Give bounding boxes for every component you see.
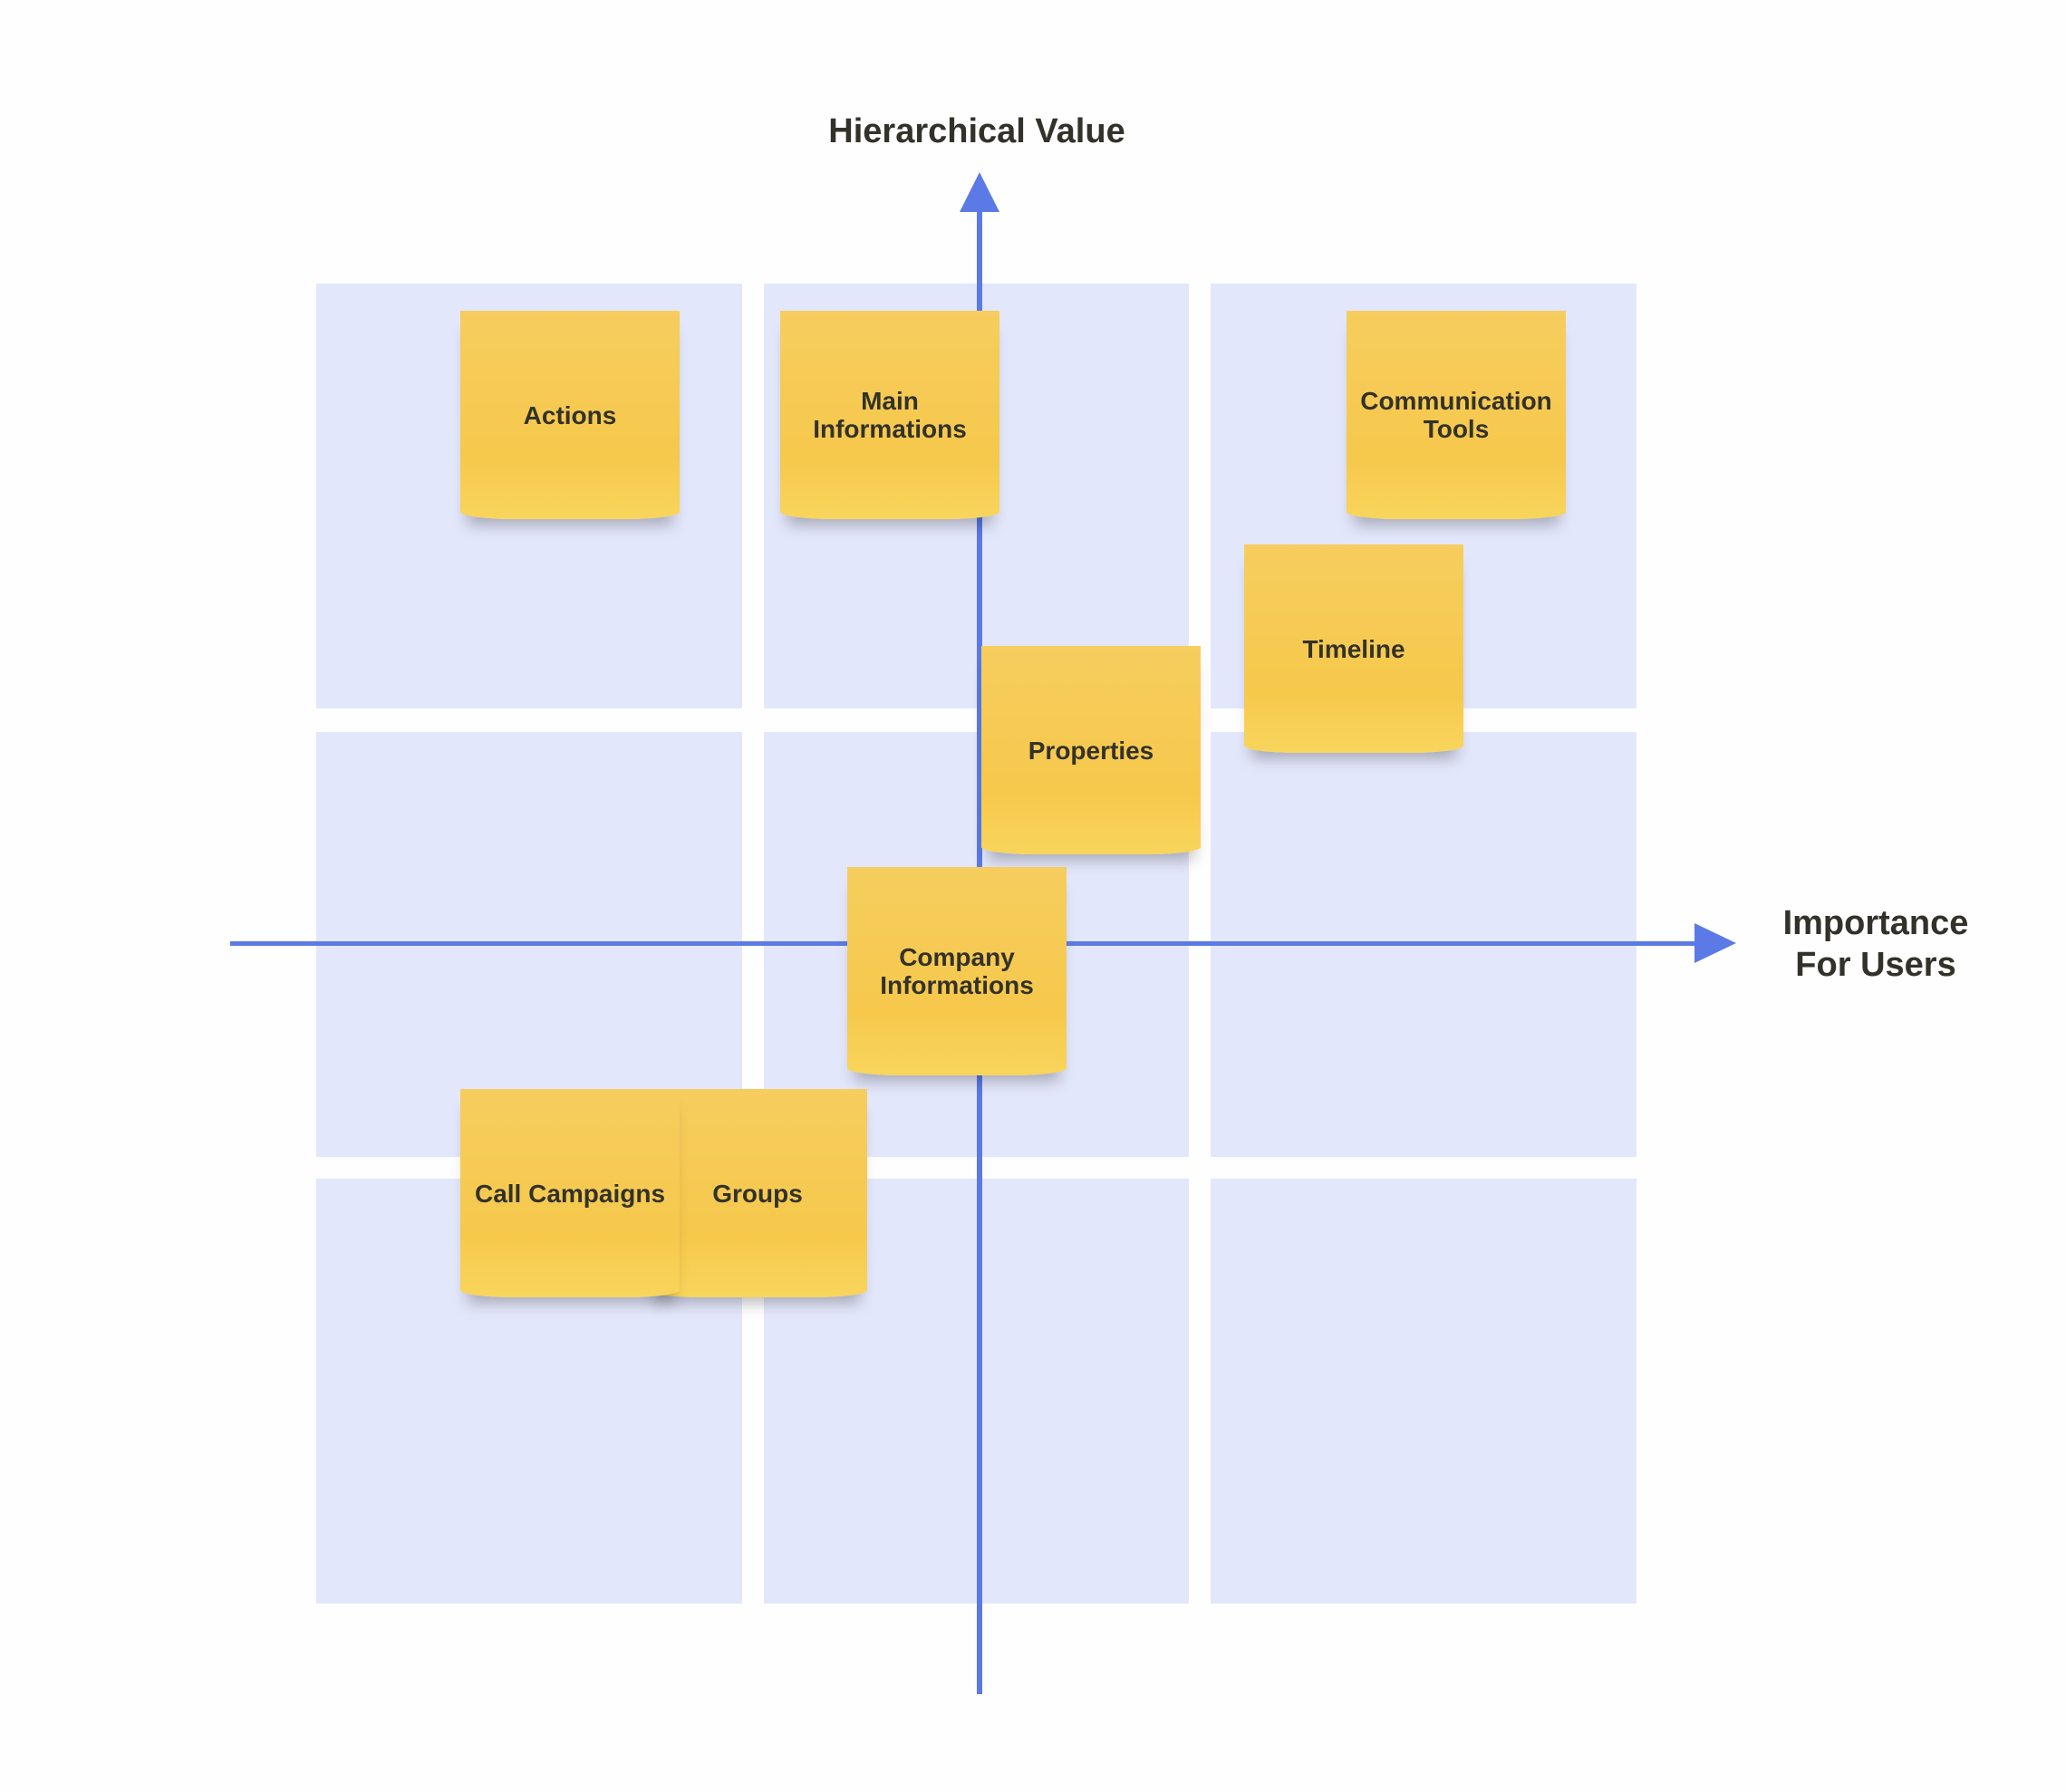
note-properties[interactable]: Properties: [981, 646, 1201, 854]
note-label: Actions: [523, 400, 617, 429]
note-communication-tools[interactable]: Communication Tools: [1347, 311, 1566, 519]
y-axis-title: Hierarchical Value: [828, 112, 1125, 150]
note-timeline[interactable]: Timeline: [1244, 544, 1463, 753]
note-label: Groups: [712, 1179, 803, 1208]
note-groups[interactable]: Groups: [648, 1089, 867, 1297]
x-axis-arrowhead-icon: [1694, 923, 1736, 963]
note-label: Timeline: [1302, 634, 1405, 663]
note-label: Main Informations: [813, 387, 967, 443]
note-label: Company Informations: [880, 943, 1034, 999]
note-actions[interactable]: Actions: [460, 311, 680, 519]
note-label: Communication Tools: [1360, 387, 1552, 443]
note-company-informations[interactable]: Company Informations: [847, 867, 1067, 1075]
note-call-campaigns[interactable]: Call Campaigns: [460, 1089, 680, 1297]
grid-cell-3-3: [1211, 1179, 1636, 1604]
x-axis-title: Importance For Users: [1782, 904, 1969, 984]
note-label: Properties: [1028, 736, 1154, 765]
note-main-informations[interactable]: Main Informations: [780, 311, 999, 519]
y-axis-arrowhead-icon: [960, 172, 999, 212]
note-label: Call Campaigns: [474, 1179, 666, 1208]
